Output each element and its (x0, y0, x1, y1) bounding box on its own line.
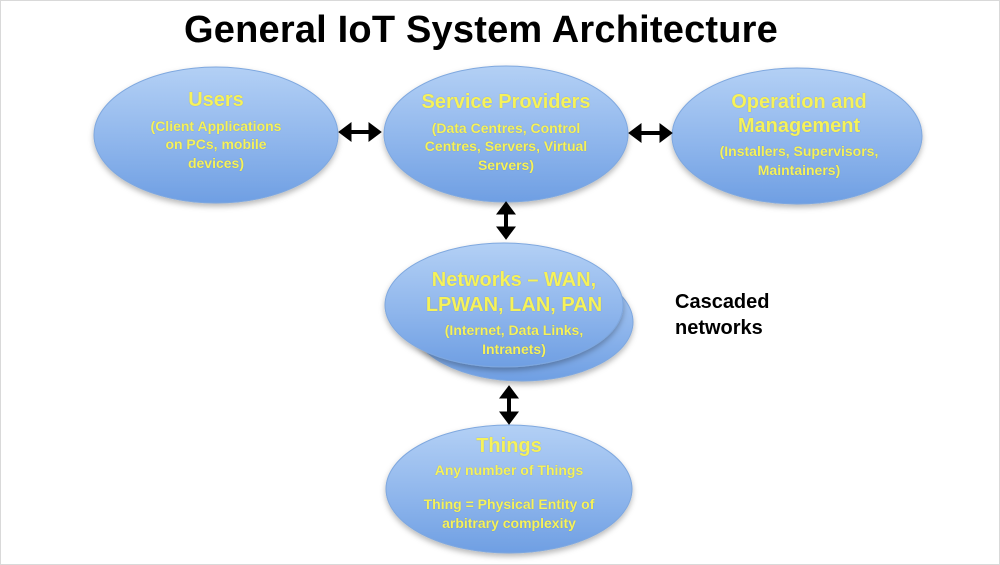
service-providers-sub-3: Servers) (477, 157, 535, 174)
networks-sub-2: Intranets) (482, 340, 546, 357)
users-node: Users (Client Applications on PCs, mobil… (111, 89, 321, 173)
users-sub-1: (Client Applications (150, 117, 282, 134)
operation-management-ellipse (671, 67, 923, 205)
networks-heading-2: LPWAN, LAN, PAN (425, 294, 603, 316)
things-ellipse (385, 424, 633, 554)
operation-heading-2: Management (737, 114, 861, 137)
operation-sub-1: (Installers, Supervisors, (719, 143, 879, 160)
networks-ellipse (384, 242, 624, 368)
users-sub-3: devices) (187, 155, 245, 172)
things-sub-1: Any number of Things (434, 461, 584, 478)
operation-sub-2: Maintainers) (757, 162, 841, 179)
networks-sub-1: (Internet, Data Links, (444, 322, 584, 338)
cascaded-networks-line-2: networks (675, 317, 763, 340)
networks-heading-1: Networks – WAN, (431, 269, 597, 291)
users-sub-2: on PCs, mobile (165, 136, 267, 153)
page-title: General IoT System Architecture (184, 9, 778, 51)
operation-management-node: Operation and Management (Installers, Su… (689, 91, 909, 180)
things-spacer (399, 479, 619, 495)
things-node: Things Any number of Things Thing = Phys… (399, 435, 619, 533)
service-providers-sub-2: Centres, Servers, Virtual (424, 138, 588, 155)
service-providers-heading: Service Providers (421, 91, 591, 113)
service-providers-node: Service Providers (Data Centres, Control… (396, 91, 616, 175)
users-ellipse (93, 66, 339, 204)
networks-node: Networks – WAN, LPWAN, LAN, PAN (Interne… (399, 268, 629, 359)
service-providers-sub-1: (Data Centres, Control (431, 119, 581, 136)
cascaded-networks-label: Cascaded networks (675, 289, 770, 342)
operation-heading-1: Operation and (731, 91, 867, 113)
things-sub-2: Thing = Physical Entity of (423, 496, 595, 513)
arrow-service-operation (628, 123, 673, 143)
arrow-users-service (338, 122, 382, 142)
users-heading: Users (188, 89, 244, 111)
arrow-service-networks (496, 201, 516, 240)
things-sub-3: arbitrary complexity (442, 515, 576, 532)
arrow-networks-things (499, 385, 519, 425)
things-heading: Things (476, 435, 542, 457)
cascaded-networks-line-1: Cascaded (675, 291, 770, 313)
